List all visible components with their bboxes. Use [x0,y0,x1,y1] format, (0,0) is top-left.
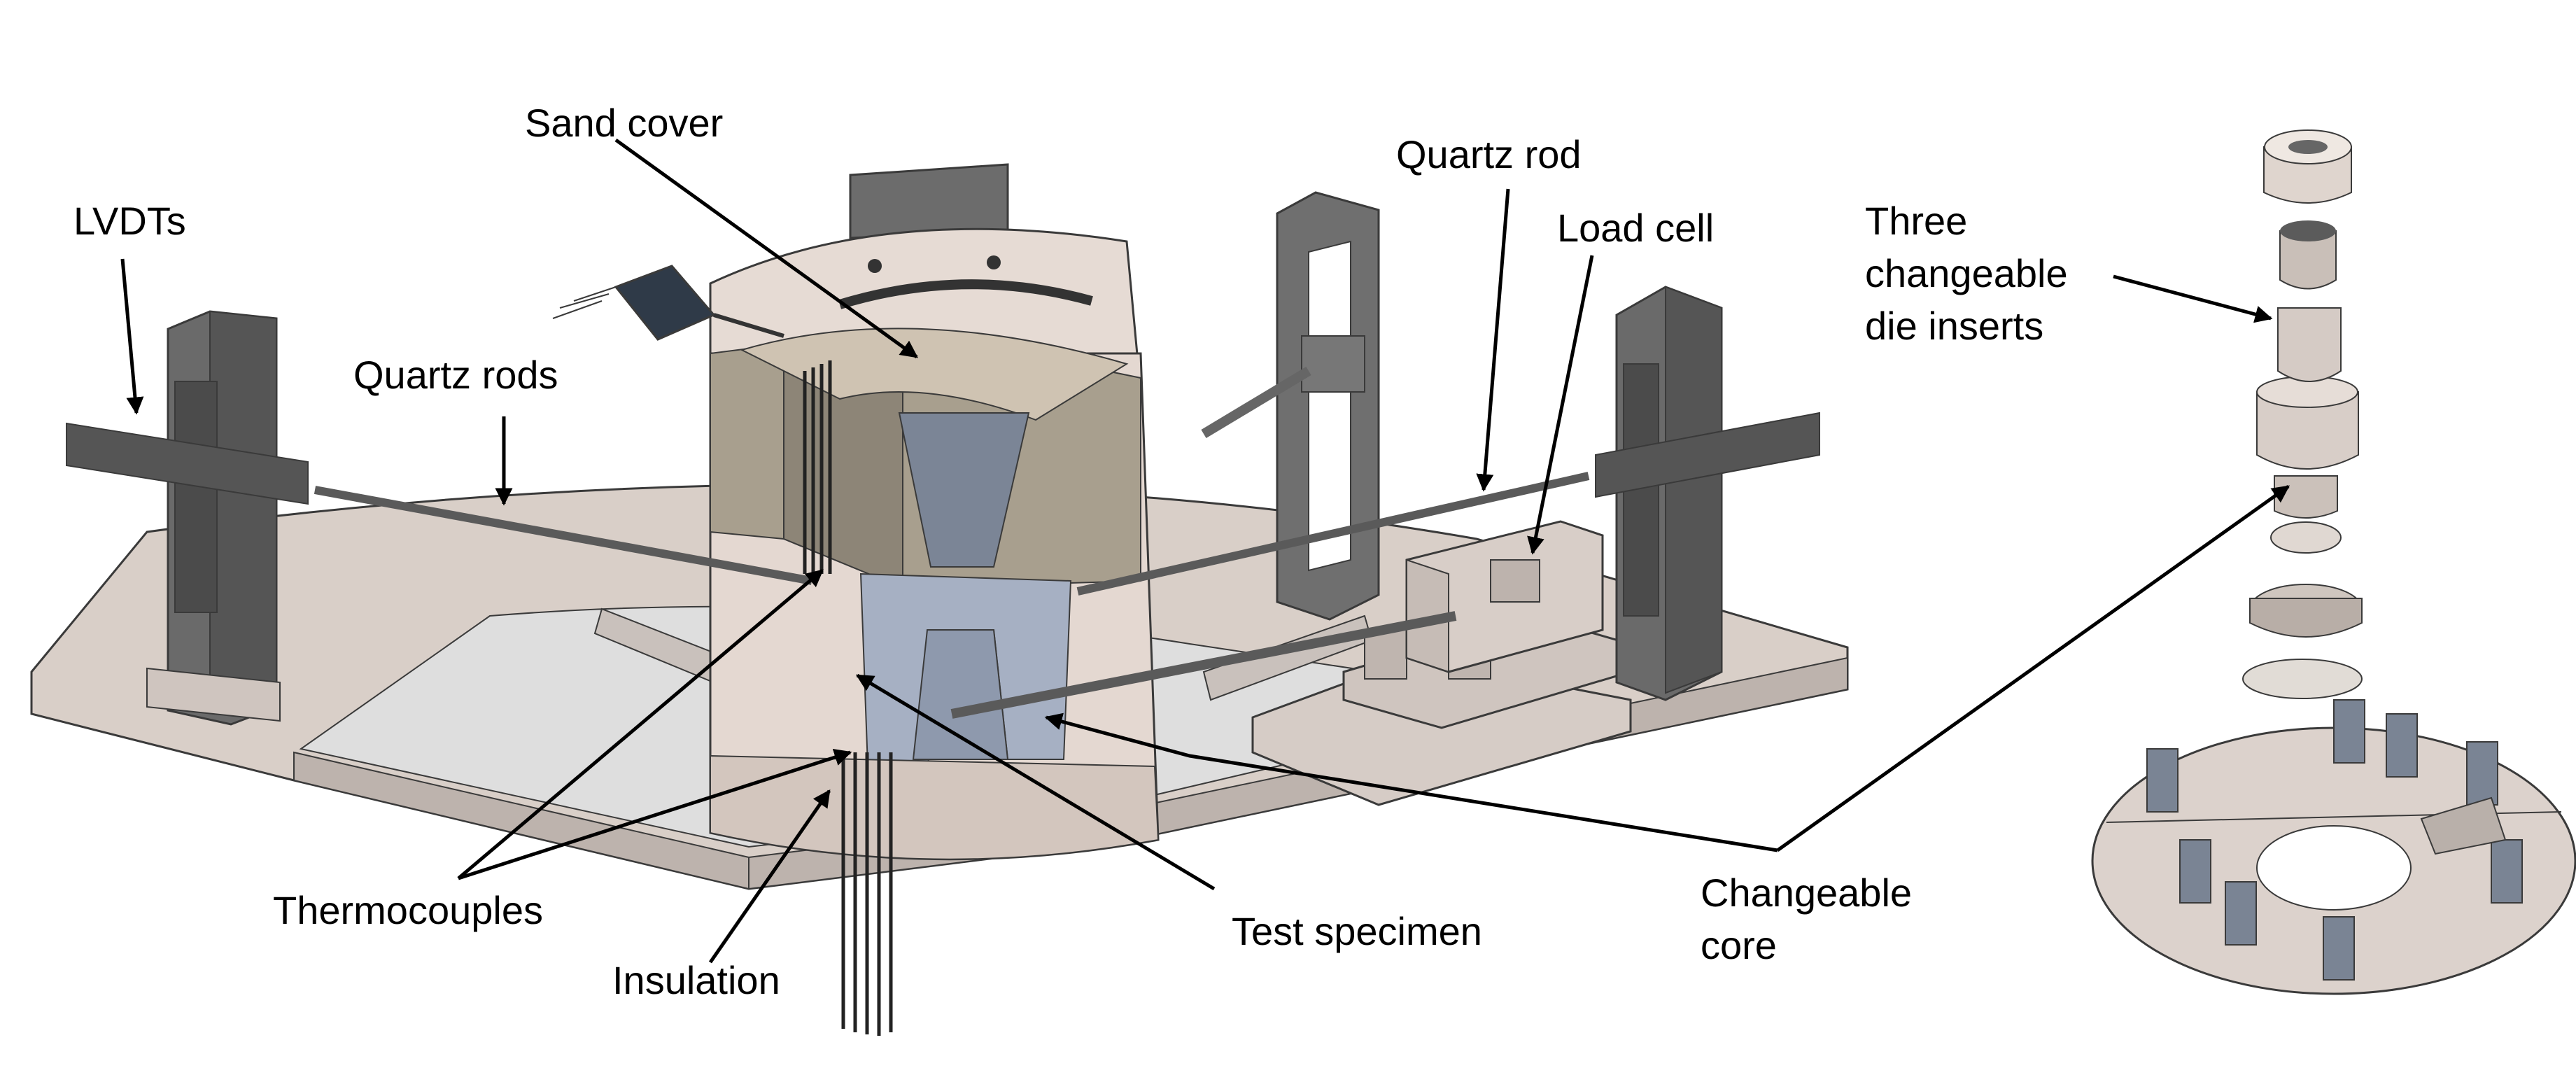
leader-thermocouples-2 [458,748,852,880]
leader-lvdts [120,258,144,415]
label-quartz-rods: Quartz rods [353,353,558,397]
leader-sand-cover [614,138,919,359]
load-cell [1405,520,1604,673]
leader-die-inserts [2113,274,2273,323]
lvdt-stand-left [146,310,281,726]
quartz-rod-frame [1276,191,1380,621]
labels: Sand cover LVDTs Quartz rods Quartz rod … [73,101,2068,1002]
quartz-rods-left [66,422,813,585]
label-test-specimen: Test specimen [1232,909,1482,953]
label-quartz-rod: Quartz rod [1396,132,1582,176]
lvdt-stand-right [1615,286,1723,701]
exploded-view [2091,129,2576,995]
exploded-stack [2242,129,2363,699]
label-die-inserts-line3: die inserts [1865,304,2043,348]
label-load-cell: Load cell [1557,206,1714,250]
label-thermocouples: Thermocouples [273,888,543,932]
leader-quartz-rod [1476,188,1510,492]
leader-thermocouples-1 [457,569,824,880]
label-insulation: Insulation [612,958,780,1002]
thermocouple-connector [552,265,784,341]
label-die-inserts-line1: Three [1865,199,1967,243]
quartz-rods-right [950,366,1820,719]
main-assembly [30,163,1849,1036]
leader-load-cell [1527,255,1594,555]
leader-insulation [708,789,831,964]
furnace-body [709,163,1160,861]
label-lvdts: LVDTs [73,199,186,243]
label-die-inserts-line2: changeable [1865,251,2068,295]
leader-test-specimen [855,673,1216,891]
exploded-pillars [2146,699,2523,981]
leader-changeable-core-2 [1776,484,2290,852]
label-sand-cover: Sand cover [525,101,723,145]
leader-lines [120,138,2290,964]
leader-changeable-core-1 [1044,712,1778,852]
label-changeable-core-line2: core [1701,923,1777,967]
thermocouple-wires [803,360,893,1036]
label-changeable-core-line1: Changeable [1701,871,1912,915]
